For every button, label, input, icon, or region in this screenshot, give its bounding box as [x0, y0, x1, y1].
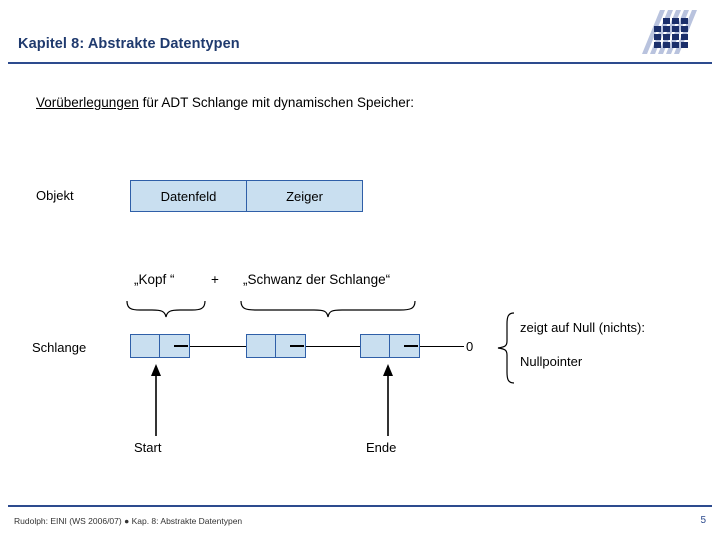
- schlange-row-label: Schlange: [32, 340, 87, 355]
- subtitle: Vorüberlegungen für ADT Schlange mit dyn…: [36, 95, 414, 110]
- page-number: 5: [700, 515, 706, 526]
- footer-divider: [8, 505, 712, 507]
- kopf-brace-icon: [126, 300, 206, 318]
- tu-dortmund-logo-icon: [624, 4, 710, 58]
- page-title: Kapitel 8: Abstrakte Datentypen: [18, 36, 240, 52]
- node-link-line: [190, 346, 246, 347]
- note-brace-icon: [496, 312, 516, 384]
- note-line-2: Nullpointer: [520, 354, 583, 369]
- footer-text: Rudolph: EINI (WS 2006/07) ● Kap. 8: Abs…: [14, 516, 243, 526]
- start-label: Start: [134, 440, 162, 455]
- legend-zeiger-box: Zeiger: [247, 180, 363, 212]
- schwanz-brace-icon: [240, 300, 416, 318]
- node-data-cell: [360, 334, 390, 358]
- node-link-line: [306, 346, 360, 347]
- pointer-dash-icon: [404, 345, 418, 347]
- plus-label: +: [211, 272, 219, 287]
- legend-datenfeld-box: Datenfeld: [130, 180, 247, 212]
- pointer-dash-icon: [174, 345, 188, 347]
- node-link-line: [420, 346, 464, 347]
- pointer-dash-icon: [290, 345, 304, 347]
- legend-objekt-label: Objekt: [36, 188, 74, 203]
- start-arrow-icon: [148, 364, 164, 436]
- header-divider: [8, 62, 712, 64]
- subtitle-underlined: Vorüberlegungen: [36, 95, 139, 110]
- ende-label: Ende: [366, 440, 397, 455]
- node-data-cell: [130, 334, 160, 358]
- null-terminator-label: 0: [466, 339, 474, 354]
- subtitle-rest: für ADT Schlange mit dynamischen Speiche…: [138, 95, 414, 110]
- kopf-label: „Kopf “: [134, 272, 175, 287]
- schwanz-label: „Schwanz der Schlange“: [243, 272, 391, 287]
- note-line-1: zeigt auf Null (nichts):: [520, 320, 645, 335]
- ende-arrow-icon: [380, 364, 396, 436]
- list-node: [360, 334, 420, 358]
- node-data-cell: [246, 334, 276, 358]
